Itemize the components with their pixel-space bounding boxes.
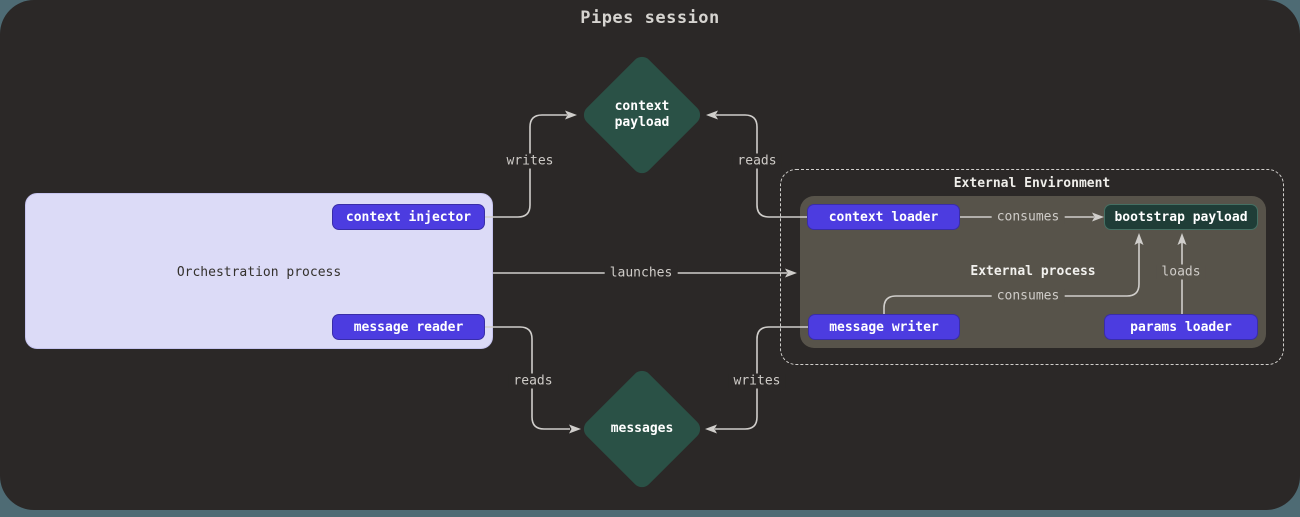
messages-label: messages (610, 420, 674, 436)
diagram-title: Pipes session (580, 8, 720, 28)
edge-label-consumes-top: consumes (991, 209, 1065, 225)
message-writer-button[interactable]: message writer (808, 314, 960, 340)
edge-label-reads-bottom: reads (508, 373, 558, 389)
context-payload-store: context payload (579, 52, 705, 178)
bootstrap-payload-node[interactable]: bootstrap payload (1104, 204, 1258, 230)
external-process-label: External process (970, 264, 1096, 279)
edge-label-reads-top: reads (732, 153, 782, 169)
messages-store: messages (579, 366, 705, 492)
context-loader-button[interactable]: context loader (807, 204, 960, 230)
edge-label-consumes-bottom: consumes (991, 288, 1065, 304)
params-loader-button[interactable]: params loader (1104, 314, 1258, 340)
context-payload-label: context payload (614, 98, 670, 130)
edge-label-writes-top: writes (501, 153, 559, 169)
orchestration-process-label: Orchestration process (176, 265, 342, 280)
context-injector-button[interactable]: context injector (332, 204, 485, 230)
edge-label-loads: loads (1156, 264, 1206, 280)
edge-label-launches: launches (604, 265, 678, 281)
external-environment-cluster (780, 169, 1284, 365)
edge-label-writes-bottom: writes (728, 373, 786, 389)
external-environment-label: External Environment (953, 176, 1111, 191)
message-reader-button[interactable]: message reader (332, 314, 485, 340)
